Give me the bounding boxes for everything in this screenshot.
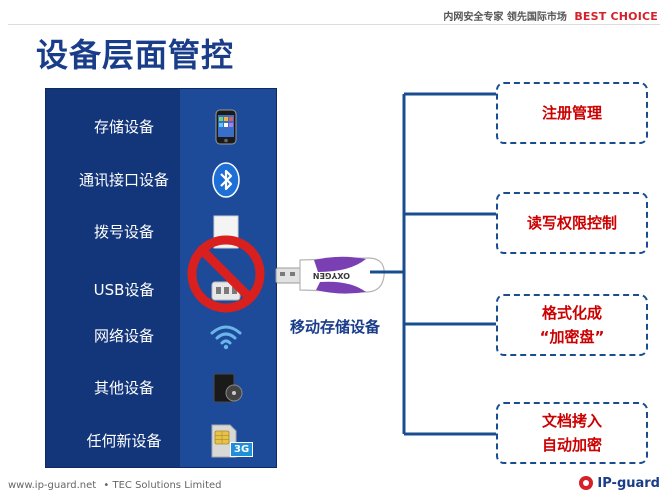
footer-url-text: www.ip-guard.net [8, 480, 97, 491]
device-label: 网络设备 [93, 327, 154, 345]
device-row-new: 任何新设备 3G [46, 421, 278, 461]
feature-registration: 注册管理 [496, 82, 648, 144]
device-label: USB设备 [93, 281, 155, 299]
footer-url: www.ip-guard.net • TEC Solutions Limited [8, 480, 222, 491]
device-row-comm: 通讯接口设备 [46, 160, 278, 200]
feature-line: 注册管理 [541, 104, 602, 122]
feature-line: 格式化成 [541, 304, 602, 322]
device-label: 任何新设备 [86, 432, 162, 450]
feature-line: “加密盘” [539, 328, 605, 346]
feature-line: 自动加密 [541, 436, 602, 454]
feature-line: 读写权限控制 [526, 214, 617, 232]
brand-text: BEST CHOICE [574, 10, 658, 23]
device-label: 拨号设备 [93, 223, 154, 241]
footer-company: • TEC Solutions Limited [103, 480, 222, 491]
ipguard-logo-icon [579, 476, 594, 490]
feature-auto-encrypt: 文档拷入 自动加密 [496, 402, 648, 464]
device-label: 其他设备 [93, 379, 154, 397]
device-row-network: 网络设备 [46, 316, 278, 356]
device-label: 通讯接口设备 [78, 171, 169, 189]
bluetooth-icon [212, 162, 240, 198]
header-tagline: 内网安全专家 领先国际市场 BEST CHOICE [443, 8, 658, 23]
device-row-usb: USB设备 [46, 270, 278, 310]
3g-badge: 3G [230, 442, 254, 457]
drive-icon [213, 373, 243, 403]
wifi-icon [210, 325, 242, 350]
feature-rw-permission: 读写权限控制 [496, 192, 648, 254]
logo-text: IP-guard [597, 475, 660, 491]
connector-lines [370, 92, 496, 436]
tagline-text: 内网安全专家 领先国际市场 [443, 12, 567, 23]
device-panel: 存储设备 通讯接口设备 拨号设备 USB设备 [45, 88, 277, 468]
drive-brand-text: OXYGEN [313, 271, 350, 280]
device-row-storage: 存储设备 [46, 107, 278, 147]
usb-storage-label: 移动存储设备 [289, 318, 380, 336]
phone-icon [215, 109, 237, 145]
feature-line: 文档拷入 [541, 412, 602, 430]
device-label: 存储设备 [93, 118, 154, 136]
footer-logo: IP-guard [578, 475, 660, 491]
page-title: 设备层面管控 [36, 36, 235, 74]
no-entry-icon [187, 235, 265, 313]
feature-encrypted-disk: 格式化成 “加密盘” [496, 294, 648, 356]
usb-drive-icon: OXYGEN [275, 256, 385, 294]
device-row-other: 其他设备 [46, 368, 278, 408]
header-divider [8, 24, 660, 25]
